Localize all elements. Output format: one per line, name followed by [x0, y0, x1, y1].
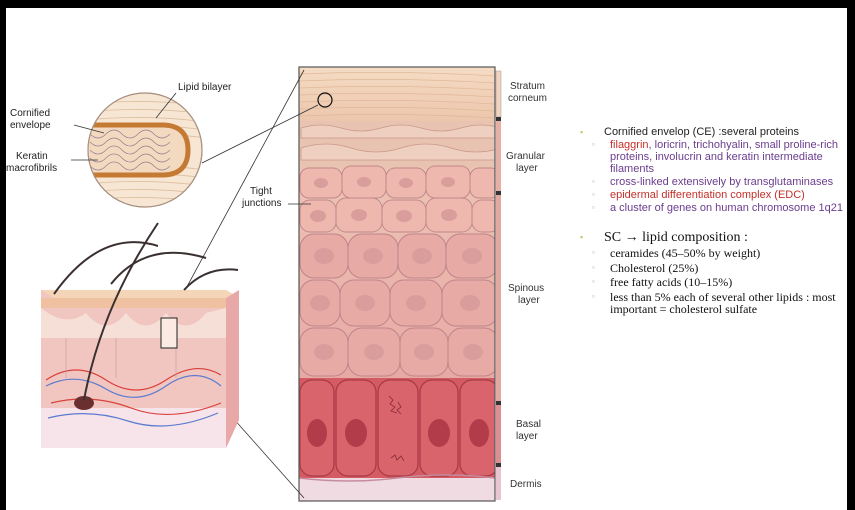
- slide: Lipid bilayer Cornified envelope Keratin…: [6, 8, 847, 510]
- layer-label-basal-2: layer: [516, 431, 538, 442]
- ce-heading: ▪ Cornified envelop (CE) :several protei…: [576, 126, 846, 138]
- sc-list: ▫ ceramides (45–50% by weight) ▫ Cholestero…: [576, 247, 846, 316]
- layer-label-stratum-corneum-1: Stratum: [510, 81, 545, 92]
- layer-label-basal-1: Basal: [516, 419, 541, 430]
- sc-item: ▫ free fatty acids (10–15%): [576, 276, 846, 289]
- layer-label-stratum-corneum-2: corneum: [508, 93, 547, 104]
- sub-bullet-icon: ▫: [592, 202, 595, 214]
- ce-item: ▫ cross-linked extensively by transglutam…: [576, 176, 846, 188]
- label-keratin-2: macrofibrils: [6, 163, 57, 174]
- sc-item: ▫ ceramides (45–50% by weight): [576, 247, 846, 260]
- ce-item-text: a cluster of genes on human chromosome 1…: [610, 202, 843, 214]
- sc-item: ▫ less than 5% each of several other lipi…: [576, 291, 846, 316]
- sc-item-text: less than 5% each of several other lipid…: [610, 290, 836, 317]
- ce-item-text: cross-linked extensively by transglutami…: [610, 176, 833, 188]
- label-cornified-envelope-2: envelope: [10, 120, 51, 131]
- ce-item-text: filaggrin: [610, 139, 649, 151]
- ce-list: ▫filaggrin, loricrin, trichohyalin, smal…: [576, 139, 846, 214]
- label-keratin-1: Keratin: [16, 151, 48, 162]
- bullet-icon: ▪: [580, 230, 583, 245]
- sub-bullet-icon: ▫: [592, 262, 595, 275]
- layer-label-dermis: Dermis: [510, 479, 542, 490]
- ce-item: ▫ epidermal differentiation complex (EDC): [576, 189, 846, 201]
- layer-label-spinous-1: Spinous: [508, 283, 544, 294]
- ce-item: ▫ a cluster of genes on human chromosome …: [576, 202, 846, 214]
- sc-heading: ▪ SC → lipid composition :: [576, 230, 846, 245]
- ce-item-text: epidermal differentiation complex (EDC): [610, 189, 805, 201]
- sub-bullet-icon: ▫: [592, 247, 595, 260]
- label-tight-junctions-1: Tight: [250, 186, 272, 197]
- layer-scale-bar: [496, 71, 501, 500]
- sub-bullet-icon: ▫: [592, 139, 595, 151]
- layer-label-granular-2: layer: [516, 163, 538, 174]
- layer-label-spinous-2: layer: [518, 295, 540, 306]
- sc-item-text: ceramides (45–50% by weight): [610, 246, 760, 260]
- sub-bullet-icon: ▫: [592, 189, 595, 201]
- label-lipid-bilayer: Lipid bilayer: [178, 82, 232, 93]
- sc-item: ▫ Cholesterol (25%): [576, 262, 846, 275]
- epidermis-column: [299, 67, 501, 501]
- sc-item-text: Cholesterol (25%): [610, 261, 698, 275]
- sub-bullet-icon: ▫: [592, 291, 595, 304]
- ce-item: ▫filaggrin, loricrin, trichohyalin, smal…: [576, 139, 846, 175]
- sc-section: ▪ SC → lipid composition : ▫ ceramides (4…: [576, 230, 846, 316]
- inset-magnification: [86, 93, 206, 207]
- sub-bullet-icon: ▫: [592, 176, 595, 188]
- notes-panel: ▪ Cornified envelop (CE) :several protei…: [576, 126, 846, 316]
- layer-label-granular-1: Granular: [506, 151, 546, 162]
- sub-bullet-icon: ▫: [592, 276, 595, 289]
- label-cornified-envelope-1: Cornified: [10, 108, 50, 119]
- sc-item-text: free fatty acids (10–15%): [610, 275, 732, 289]
- bullet-icon: ▪: [580, 126, 583, 138]
- skin-block: [41, 223, 239, 448]
- label-tight-junctions-2: junctions: [241, 198, 281, 209]
